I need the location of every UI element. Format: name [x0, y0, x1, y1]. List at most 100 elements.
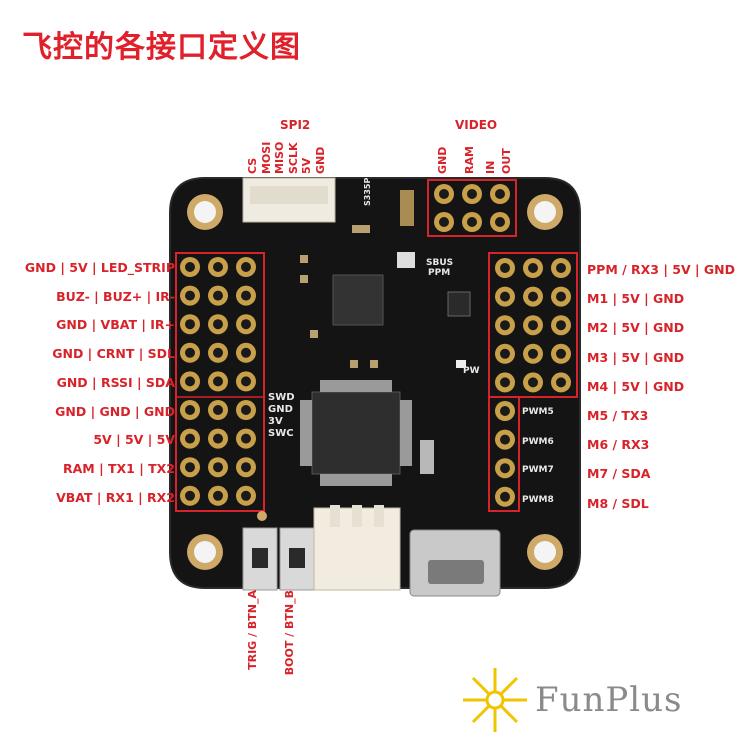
right-header-pin-hole: [500, 291, 510, 302]
right-header-pin-hole: [556, 377, 566, 388]
left-pin-label: GND | RSSI | SDA: [56, 374, 175, 390]
video-header-pin-hole: [439, 189, 449, 199]
spi2-pin-label: MOSI: [259, 141, 273, 174]
power-connector: [313, 505, 401, 591]
left-header-pin-hole: [213, 405, 223, 415]
left-header-pin-hole: [213, 347, 223, 358]
right-pin-label: M2 | 5V | GND: [587, 320, 685, 336]
right-header-pin-hole: [528, 348, 538, 359]
left-header-pin-hole: [185, 290, 195, 301]
pwm-header-pin-hole: [500, 491, 510, 502]
btn-b-label: BOOT / BTN_B: [283, 590, 296, 676]
silk-swc: SWC: [268, 428, 294, 439]
left-pin-label: VBAT | RX1 | RX2: [56, 489, 175, 505]
page-title: 飞控的各接口定义图: [22, 30, 301, 65]
spi2-pin-label: GND: [313, 146, 327, 174]
right-header-pin-hole: [556, 263, 566, 273]
left-header-pin-hole: [213, 262, 223, 272]
left-header-pin-hole: [213, 376, 223, 387]
right-pin-label: M1 | 5V | GND: [587, 291, 685, 307]
silk-pwm6: PWM6: [522, 437, 554, 447]
video-heading: VIDEO: [455, 118, 498, 132]
left-header-pin-hole: [185, 376, 195, 387]
left-header-pin-hole: [185, 462, 195, 473]
gyro-chip: [332, 274, 384, 326]
right-pin-label: M7 / SDA: [587, 466, 651, 482]
video-header-pin-hole: [467, 217, 477, 227]
silk-pwm7: PWM7: [522, 465, 554, 475]
left-header-pin-hole: [241, 347, 251, 358]
spi2-pin-label: SCLK: [286, 142, 300, 174]
pwm-header-box: [488, 396, 520, 512]
left-pin-label: GND | VBAT | IR+: [56, 317, 175, 333]
right-header-pin-hole: [500, 348, 510, 359]
silk-3v: 3V: [268, 416, 283, 427]
right-pin-label: M5 / TX3: [587, 408, 649, 423]
left-header-pin-hole: [185, 262, 195, 272]
left-header-pin-hole: [241, 433, 251, 444]
video-header-box: [427, 179, 517, 237]
left-header-pin-hole: [185, 347, 195, 358]
mounting-holes: [187, 194, 563, 570]
right-header-pin-hole: [528, 377, 538, 388]
spi2-pin-label: CS: [246, 157, 259, 174]
right-pin-label: M4 | 5V | GND: [587, 378, 685, 394]
left-pin-label: GND | CRNT | SDL: [52, 346, 175, 362]
silk-swd: SWD: [268, 392, 295, 403]
right-header-pin-hole: [500, 377, 510, 388]
left-header-pin-hole: [213, 462, 223, 473]
silk-code: S335P: [363, 178, 372, 206]
video-header-pin-hole: [495, 189, 505, 199]
left-pin-label: 5V | 5V | 5V: [93, 432, 175, 448]
left-header-pin-hole: [185, 319, 195, 330]
left-pin-label: RAM | TX1 | TX2: [63, 460, 175, 476]
right-pin-label: M6 / RX3: [587, 437, 650, 453]
spi2-pin-label: MISO: [273, 141, 286, 174]
left-header-box: [175, 252, 265, 512]
left-header-pin-hole: [185, 490, 195, 501]
video-header-pin-hole: [439, 217, 449, 227]
left-header-pin-hole: [241, 490, 251, 501]
brand-name: FunPlus: [535, 680, 683, 720]
video-pin-label: OUT: [500, 148, 513, 174]
usb-port: [409, 529, 501, 597]
silk-gnd: GND: [268, 404, 293, 415]
right-header-pin-hole: [528, 320, 538, 331]
video-header-pin-hole: [495, 217, 505, 227]
right-header-pin-hole: [500, 320, 510, 331]
left-header-pin-hole: [213, 433, 223, 444]
right-pin-label: PPM / RX3 | 5V | GND: [587, 262, 735, 277]
btn-a-label: TRIG / BTN_A: [246, 590, 259, 670]
left-header-pin-hole: [241, 376, 251, 387]
left-header-pin-hole: [185, 433, 195, 444]
silk-pw: PW: [463, 366, 480, 376]
video-header-pin-hole: [467, 189, 477, 199]
right-pin-label: M8 / SDL: [587, 495, 649, 511]
right-header-pin-hole: [528, 263, 538, 273]
right-pin-label: M3 | 5V | GND: [587, 349, 685, 365]
video-pin-label: RAM: [463, 146, 476, 174]
right-header-pin-hole: [556, 348, 566, 359]
pwm-header-pin-hole: [500, 434, 510, 445]
silk-pwm5: PWM5: [522, 407, 554, 417]
left-header-pin-hole: [241, 262, 251, 272]
left-header-pin-hole: [213, 490, 223, 501]
left-header-pin-hole: [185, 405, 195, 415]
pwm-header-pin-hole: [500, 463, 510, 474]
left-header-pin-hole: [213, 290, 223, 301]
video-pin-label: GND: [436, 146, 449, 174]
btn-b-switch: [279, 527, 315, 591]
video-pin-label: IN: [484, 160, 497, 174]
silk-pwm8: PWM8: [522, 495, 554, 505]
left-header-pin-hole: [213, 319, 223, 330]
left-header-pin-hole: [241, 462, 251, 473]
left-header-pin-hole: [241, 319, 251, 330]
left-header-pin-hole: [241, 290, 251, 301]
silk-sbus: SBUS: [426, 258, 453, 268]
silk-ppm: PPM: [428, 268, 450, 278]
left-header-pin-hole: [241, 405, 251, 415]
spi2-heading: SPI2: [280, 118, 311, 132]
mcu-chip: [311, 391, 401, 475]
right-header-pin-hole: [500, 263, 510, 273]
